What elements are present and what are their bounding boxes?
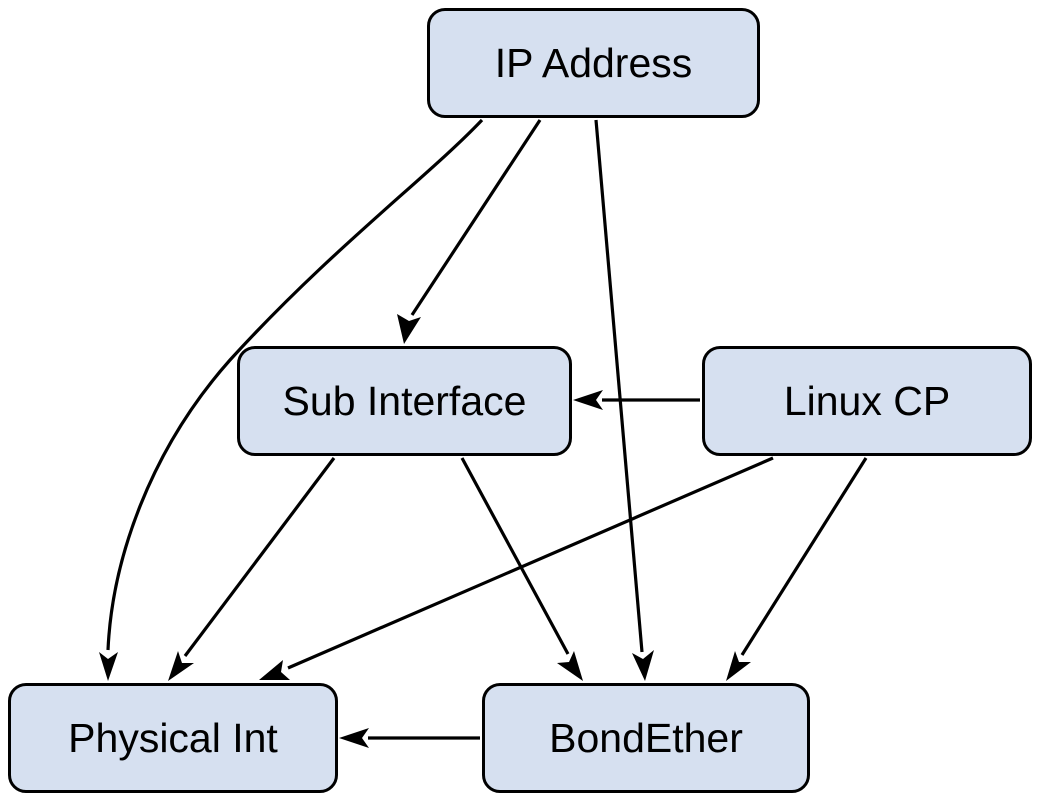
arrowhead-icon [99, 652, 118, 681]
node-label-ip-address: IP Address [494, 39, 693, 86]
node-sub-interface[interactable]: Sub Interface [237, 346, 572, 456]
edge-ip-address-to-bondether[interactable] [594, 119, 654, 681]
arrowhead-icon [557, 651, 583, 681]
arrowhead-icon [168, 651, 194, 681]
node-label-physical-int: Physical Int [68, 714, 278, 761]
arrowhead-icon [726, 651, 751, 681]
arrowhead-icon [397, 314, 421, 344]
edge-ip-address-to-sub-interface[interactable] [397, 119, 542, 344]
node-label-bondether: BondEther [549, 714, 743, 761]
edge-linux-cp-to-sub-interface[interactable] [573, 390, 700, 410]
edge-linux-cp-to-physical-int[interactable] [259, 456, 774, 680]
edge-sub-interface-to-bondether[interactable] [460, 457, 583, 681]
edge-sub-interface-to-physical-int[interactable] [168, 457, 336, 681]
node-physical-int[interactable]: Physical Int [8, 683, 338, 793]
arrowhead-icon [339, 728, 369, 748]
edge-linux-cp-to-bondether[interactable] [726, 457, 868, 681]
arrowhead-icon [573, 390, 603, 410]
edge-bondether-to-physical-int[interactable] [339, 728, 480, 748]
edge-ip-address-to-physical-int[interactable] [99, 118, 484, 681]
node-bondether[interactable]: BondEther [482, 683, 810, 793]
node-linux-cp[interactable]: Linux CP [702, 346, 1032, 456]
node-label-sub-interface: Sub Interface [282, 377, 527, 424]
arrowhead-icon [632, 650, 654, 681]
node-label-linux-cp: Linux CP [783, 377, 951, 424]
arrowhead-icon [259, 660, 290, 680]
node-ip-address[interactable]: IP Address [427, 8, 760, 118]
